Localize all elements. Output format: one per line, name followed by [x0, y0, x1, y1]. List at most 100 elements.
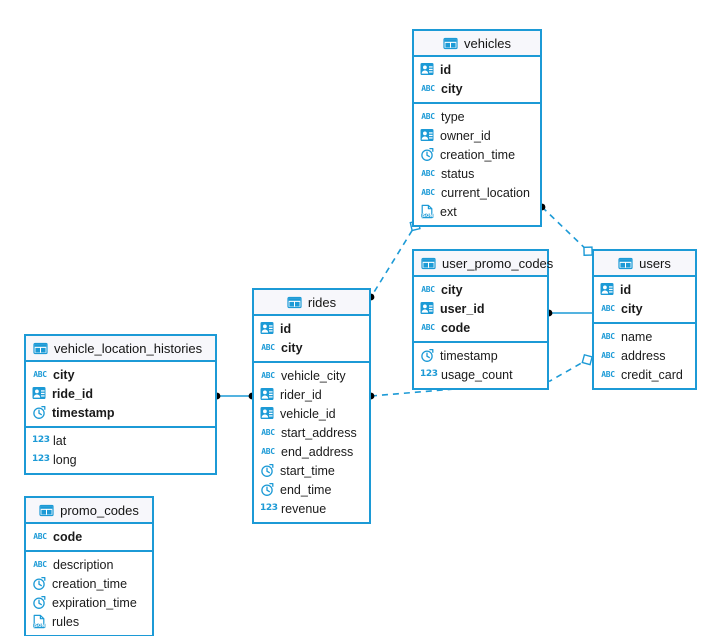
- relationship-user_promo_codes-users[interactable]: [545, 309, 592, 317]
- field-label: usage_count: [441, 367, 513, 382]
- field-row-rides-rider_id[interactable]: rider_id: [254, 385, 369, 404]
- field-label: city: [441, 282, 463, 297]
- entity-title-rides[interactable]: rides: [254, 290, 369, 316]
- id-card-icon: [420, 301, 435, 316]
- entity-title-vehicles[interactable]: vehicles: [414, 31, 540, 57]
- field-row-rides-id[interactable]: id: [254, 319, 369, 338]
- field-row-rides-vehicle_id[interactable]: vehicle_id: [254, 404, 369, 423]
- 123-number-icon: 123: [32, 435, 50, 445]
- abc-string-icon: ABC: [33, 370, 47, 379]
- field-label: ext: [440, 204, 457, 219]
- field-label: owner_id: [440, 128, 491, 143]
- field-label: id: [620, 282, 632, 297]
- clock-icon: [32, 576, 47, 591]
- id-card-icon: [260, 406, 275, 421]
- field-label: id: [280, 321, 292, 336]
- field-row-user_promo_codes-timestamp[interactable]: timestamp: [414, 346, 547, 365]
- entity-title-users[interactable]: users: [594, 251, 695, 277]
- abc-string-icon: ABC: [601, 304, 615, 313]
- field-label: user_id: [440, 301, 485, 316]
- abc-string-icon: ABC: [601, 351, 615, 360]
- entity-title-user_promo_codes[interactable]: user_promo_codes: [414, 251, 553, 277]
- relationship-line: [370, 220, 419, 298]
- field-label: start_time: [280, 463, 335, 478]
- field-label: address: [621, 348, 666, 363]
- entity-title-label: users: [639, 255, 671, 271]
- field-label: credit_card: [621, 367, 683, 382]
- entity-title-label: vehicles: [464, 35, 511, 51]
- field-label: timestamp: [52, 405, 115, 420]
- field-row-rides-start_time[interactable]: start_time: [254, 461, 369, 480]
- relationship-vehicle_location_histories-rides[interactable]: [213, 392, 256, 400]
- field-row-users-address[interactable]: ABC address: [594, 346, 695, 365]
- entity-title-promo_codes[interactable]: promo_codes: [26, 498, 152, 524]
- id-card-icon: [32, 386, 47, 401]
- id-card-icon: [260, 387, 275, 402]
- field-label: expiration_time: [52, 595, 137, 610]
- field-row-vehicles-owner_id[interactable]: owner_id: [414, 126, 540, 145]
- field-label: vehicle_id: [280, 406, 336, 421]
- columns-section-promo_codes: ABC description creation_time expiration_ti…: [26, 552, 152, 635]
- field-row-vehicle_location_histories-timestamp[interactable]: timestamp: [26, 403, 215, 422]
- field-row-vehicles-creation_time[interactable]: creation_time: [414, 145, 540, 164]
- field-row-promo_codes-description[interactable]: ABC description: [26, 555, 152, 574]
- table-icon: [618, 256, 633, 271]
- relationship-line: [541, 206, 593, 256]
- field-row-user_promo_codes-user_id[interactable]: user_id: [414, 299, 547, 318]
- abc-string-icon: ABC: [421, 112, 435, 121]
- abc-string-icon: ABC: [261, 343, 275, 352]
- json-file-icon: JSON: [32, 614, 47, 629]
- field-row-promo_codes-creation_time[interactable]: creation_time: [26, 574, 152, 593]
- abc-string-icon: ABC: [33, 560, 47, 569]
- field-row-promo_codes-expiration_time[interactable]: expiration_time: [26, 593, 152, 612]
- field-label: rules: [52, 614, 80, 629]
- field-row-rides-end_time[interactable]: end_time: [254, 480, 369, 499]
- 123-number-icon: 123: [420, 369, 438, 379]
- field-label: vehicle_city: [281, 368, 346, 383]
- field-label: description: [53, 557, 114, 572]
- field-row-users-id[interactable]: id: [594, 280, 695, 299]
- field-label: creation_time: [52, 576, 128, 591]
- entity-title-vehicle_location_histories[interactable]: vehicle_location_histories: [26, 336, 215, 362]
- field-row-promo_codes-rules[interactable]: JSON rules: [26, 612, 152, 631]
- field-row-vehicles-id[interactable]: id: [414, 60, 540, 79]
- clock-icon: [32, 595, 47, 610]
- field-row-vehicle_location_histories-ride_id[interactable]: ride_id: [26, 384, 215, 403]
- relationship-vehicles-users[interactable]: [538, 203, 593, 256]
- field-label: id: [440, 62, 452, 77]
